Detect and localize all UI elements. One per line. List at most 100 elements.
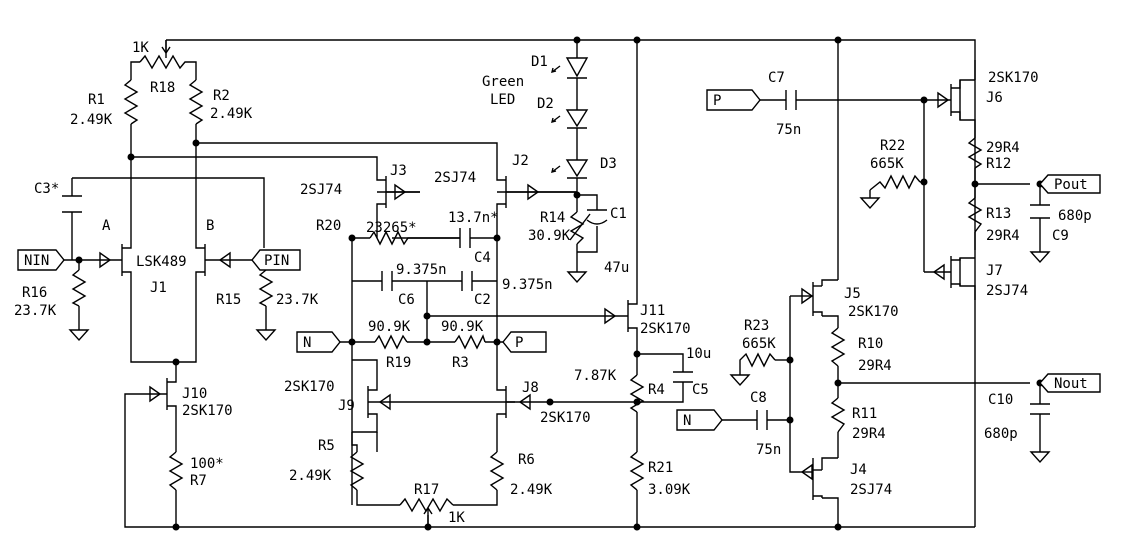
jfet-j2	[496, 176, 577, 208]
label-r7: R7	[190, 473, 207, 489]
ground-icon	[1029, 251, 1051, 264]
resistor-r16	[71, 269, 87, 307]
label-j3: J3	[390, 163, 407, 179]
label-r11-value: 29R4	[852, 426, 886, 442]
jfet-j4	[800, 458, 823, 500]
label-a: A	[102, 218, 111, 234]
resistor-r10	[830, 327, 846, 367]
label-b: B	[206, 218, 214, 234]
label-c8: C8	[750, 390, 767, 406]
label-j6: J6	[986, 90, 1003, 106]
resistor-r22	[869, 174, 921, 191]
port-p-right[interactable]: P	[706, 89, 761, 111]
label-d1: D1	[531, 54, 548, 70]
resistor-r11	[830, 397, 846, 433]
label-j7-type: 2SJ74	[986, 283, 1028, 299]
label-c7: C7	[768, 70, 785, 86]
label-r22: R22	[880, 138, 905, 154]
port-nin[interactable]: NIN	[17, 249, 65, 271]
port-pout[interactable]: Pout	[1039, 174, 1101, 194]
capacitor-c6	[381, 271, 393, 291]
capacitor-c7	[785, 90, 797, 110]
capacitor-c4	[459, 228, 471, 248]
label-r22-value: 665K	[870, 156, 904, 172]
resistor-r13	[967, 197, 983, 233]
port-n-right[interactable]: N	[676, 409, 723, 431]
leds	[551, 57, 589, 179]
jfet-j10	[140, 374, 177, 414]
label-r14: R14	[540, 210, 565, 226]
label-j1: J1	[150, 280, 167, 296]
label-d2: D2	[537, 96, 554, 112]
port-nout-label: Nout	[1054, 376, 1088, 392]
label-r4-value: 7.87K	[574, 368, 617, 384]
label-r23: R23	[744, 318, 769, 334]
label-r10: R10	[858, 336, 883, 352]
port-pin[interactable]: PIN	[251, 249, 301, 271]
label-c3: C3*	[34, 181, 59, 197]
label-j10: J10	[182, 386, 207, 402]
jfet-j7	[924, 256, 961, 288]
ground-icon	[566, 271, 588, 284]
label-c7-value: 75n	[776, 122, 801, 138]
label-c9: C9	[1052, 228, 1069, 244]
ground-icon	[1029, 451, 1051, 464]
label-c6: C6	[398, 292, 415, 308]
label-r15-value: 23.7K	[276, 292, 319, 308]
resistor-r2	[188, 79, 204, 125]
port-n-label: N	[303, 335, 311, 351]
label-j10-type: 2SK170	[182, 403, 233, 419]
label-r6-value: 2.49K	[510, 482, 553, 498]
label-r20: R20	[316, 218, 341, 234]
resistor-r12	[967, 137, 983, 169]
label-c5: C5	[692, 382, 709, 398]
label-r5: R5	[318, 438, 335, 454]
ground-icon	[255, 329, 277, 342]
capacitor-c3	[62, 195, 82, 213]
label-j4: J4	[850, 462, 867, 478]
label-r17: R17	[414, 482, 439, 498]
label-r5-value: 2.49K	[289, 468, 332, 484]
resistor-r4	[629, 374, 645, 413]
resistor-r15	[258, 269, 274, 307]
resistor-r20	[369, 230, 460, 246]
label-r3: R3	[452, 355, 469, 371]
label-j6-type: 2SK170	[988, 70, 1039, 86]
ports: NIN PIN N P P N Pout Nout	[17, 89, 1101, 431]
ground-icon	[68, 329, 90, 342]
label-r15: R15	[216, 292, 241, 308]
jfet-j6	[930, 80, 961, 120]
capacitor-c10	[1030, 403, 1050, 415]
label-c8-value: 75n	[756, 442, 781, 458]
label-j2: J2	[512, 153, 529, 169]
label-r13-value: 29R4	[986, 228, 1020, 244]
label-r17-value: 1K	[448, 510, 465, 526]
led-d2	[551, 109, 589, 129]
resistor-r14	[569, 211, 585, 245]
label-j5-type: 2SK170	[848, 304, 899, 320]
label-c9-value: 680p	[1058, 208, 1092, 224]
label-r18: R18	[150, 80, 175, 96]
port-n-left[interactable]: N	[296, 331, 341, 353]
label-r23-value: 665K	[742, 336, 776, 352]
port-p-label: P	[515, 335, 523, 351]
label-c10-value: 680p	[984, 426, 1018, 442]
label-r16: R16	[22, 285, 47, 301]
port-n-label: N	[683, 413, 691, 429]
label-r21: R21	[648, 460, 673, 476]
capacitor-c8	[756, 410, 768, 430]
label-r2-value: 2.49K	[210, 106, 253, 122]
ground-icon	[729, 374, 751, 387]
label-led: LED	[490, 92, 515, 108]
label-r18-value: 1K	[132, 40, 149, 56]
port-p-mid[interactable]: P	[502, 331, 547, 353]
label-j2-type: 2SJ74	[434, 170, 476, 186]
label-j8-type: 2SK170	[540, 410, 591, 426]
resistor-r3	[454, 334, 486, 350]
label-r19: R19	[386, 355, 411, 371]
label-r1-value: 2.49K	[70, 112, 113, 128]
resistor-r21	[629, 451, 645, 491]
label-j11-type: 2SK170	[640, 321, 691, 337]
port-nout[interactable]: Nout	[1039, 373, 1101, 393]
